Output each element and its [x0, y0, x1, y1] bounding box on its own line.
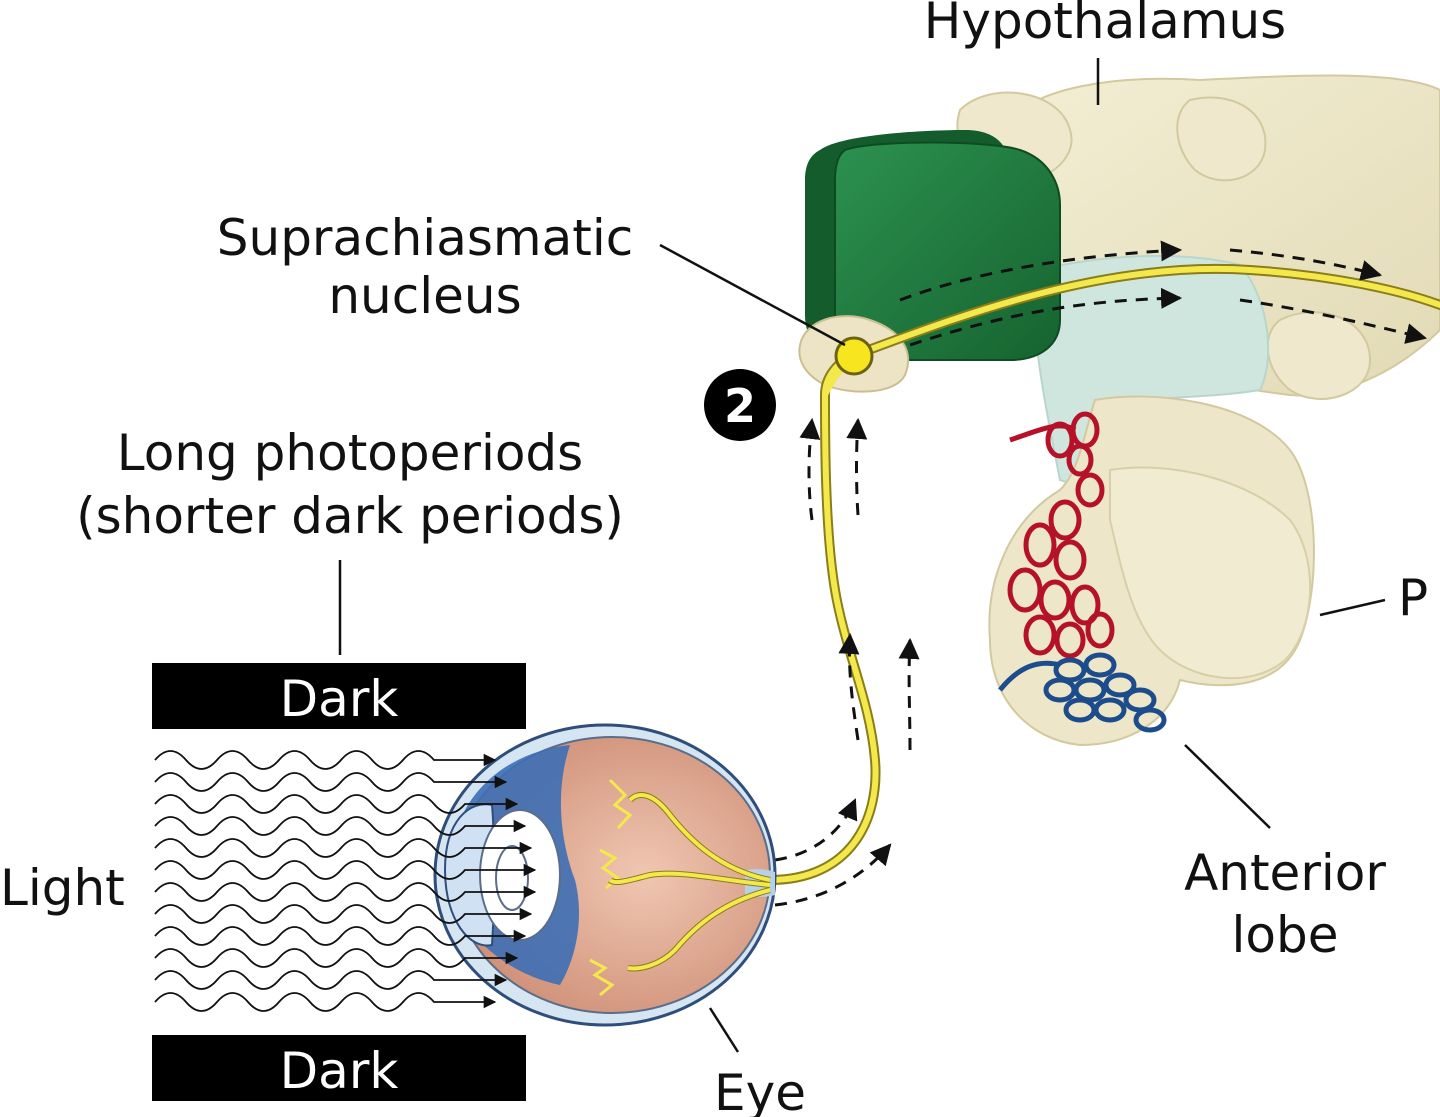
posterior-lobe-shape	[1109, 466, 1312, 680]
light-ray	[154, 904, 533, 924]
step-badge-number: 2	[724, 379, 756, 433]
label-light: Light	[0, 859, 125, 917]
step-badge	[704, 369, 776, 441]
label-photoperiod-line1: Long photoperiods	[117, 424, 583, 482]
eye-illustration	[433, 723, 777, 1027]
label-scn-line2: nucleus	[328, 267, 521, 325]
dark-bar-bottom	[152, 1035, 526, 1101]
light-ray	[154, 882, 537, 902]
dark-bar-top-label: Dark	[280, 670, 399, 728]
light-rays	[154, 750, 537, 1012]
light-ray	[154, 970, 508, 990]
scn-dot	[834, 336, 874, 376]
label-hypothalamus: Hypothalamus	[924, 0, 1286, 50]
light-ray	[154, 816, 527, 836]
label-scn-line1: Suprachiasmatic	[217, 209, 633, 267]
light-ray	[154, 838, 533, 858]
light-ray	[154, 948, 519, 968]
label-photoperiod-line2: (shorter dark periods)	[76, 487, 624, 545]
label-posterior-cut: P	[1398, 569, 1428, 627]
light-ray	[154, 992, 497, 1012]
label-eye: Eye	[714, 1064, 806, 1117]
light-ray	[154, 794, 519, 814]
portal-vessels-red	[1007, 411, 1115, 659]
light-ray	[154, 772, 508, 792]
light-ray	[154, 926, 527, 946]
portal-vessels-blue	[998, 652, 1167, 733]
dark-bar-top	[152, 663, 526, 729]
label-anterior-line1: Anterior	[1184, 844, 1386, 902]
signal-arrows-hypothalamus	[899, 240, 1428, 347]
light-ray	[154, 750, 497, 770]
signal-arrows-nerve	[774, 417, 920, 907]
light-ray	[154, 860, 537, 880]
dark-bar-bottom-label: Dark	[280, 1042, 399, 1100]
label-anterior-line2: lobe	[1232, 906, 1339, 964]
leader-lines	[338, 58, 1386, 1053]
